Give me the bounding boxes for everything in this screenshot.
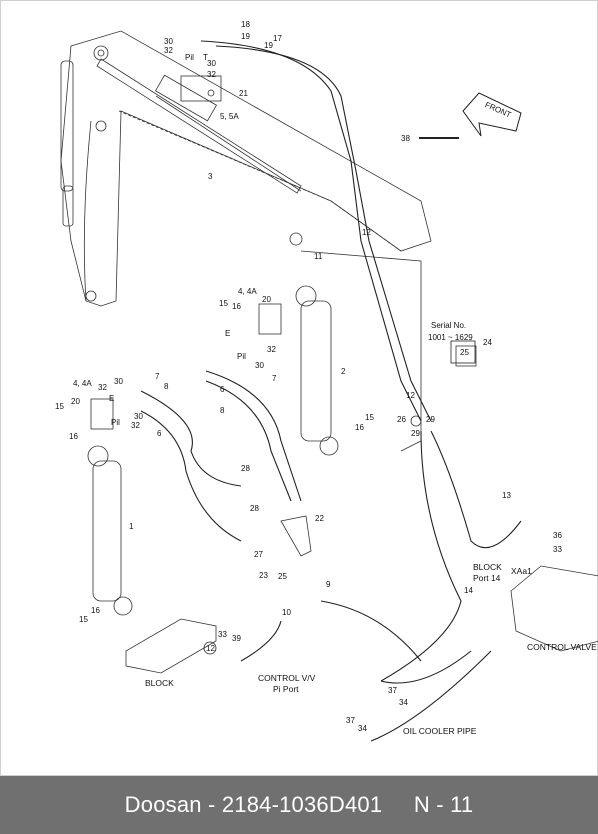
part-label: 30 [255,361,264,370]
part-label: 5, 5A [220,112,239,121]
part-label: 30 [207,59,216,68]
part-label: 32 [164,46,173,55]
part-label: 28 [250,504,259,513]
serial-box [450,340,476,364]
part-label: 30 [134,412,143,421]
part-label: 37 [388,686,397,695]
part-label: 7 [155,372,160,381]
part-label: 16 [69,432,78,441]
part-label: 32 [207,70,216,79]
serial-range: 1001 ~ 1629 [428,333,473,342]
block-caption: BLOCK [145,678,174,688]
part-label: 19 [264,41,273,50]
diagram-canvas: FRONT 18 30 19 17 19 32 Pil T 30 32 21 5… [55,20,598,742]
hose-lines [140,40,522,742]
part-label: 39 [232,634,241,643]
part-label: T [203,53,208,62]
serial-title: Serial No. [431,321,466,330]
part-12-circle [203,641,217,655]
footer-gap [382,792,414,818]
part-label: 4, 4A [73,379,92,388]
part-label: 15 [365,413,374,422]
part-label: 3 [208,172,213,181]
part-label: 15 [55,402,64,411]
part-label: 25 [278,572,287,581]
part-label: 2 [341,367,346,376]
block-port-caption: BLOCK [473,562,502,572]
part-label: 27 [254,550,263,559]
part-label: 36 [553,531,562,540]
part-label: 26 [397,415,406,424]
part-label: 13 [502,491,511,500]
port14-caption: Port 14 [473,573,501,583]
part-label: 11 [314,252,323,261]
part-label: 16 [355,423,364,432]
part-label: 15 [219,299,228,308]
footer-page: N - 11 [413,792,474,817]
part-label: 16 [232,302,241,311]
pi-port-caption: Pi Port [273,684,299,694]
part-label: 24 [483,338,492,347]
part-label: 34 [399,698,408,707]
part-label: 15 [79,615,88,624]
part-label: 12 [406,391,415,400]
part-label: 9 [326,580,331,589]
control-valve-caption: CONTROL VALVE [527,642,597,652]
footer-part-code: 2184-1036D401 [221,792,383,817]
part-label: 34 [358,724,367,733]
footer-sep: - [201,792,222,817]
part-label: 30 [114,377,123,386]
part-label: 10 [282,608,291,617]
part-label: 33 [218,630,227,639]
part-label: 6 [157,429,162,438]
parts-diagram: FRONT 18 30 19 17 19 32 Pil T 30 32 21 5… [0,0,598,776]
boom-structure [60,30,598,674]
part-label: 16 [91,606,100,615]
part-label: Pil [237,352,246,361]
part-labels: 18 30 19 17 19 32 Pil T 30 32 21 5, 5A 3… [55,20,562,733]
part-label: E [225,329,230,338]
part-label: Pil [185,53,194,62]
part-label: 32 [131,421,140,430]
part-label: 38 [401,134,410,143]
part-label: 12 [206,644,215,653]
part-label: 29 [411,429,420,438]
control-vv-caption: CONTROL V/V [258,673,316,683]
part-label: 20 [71,397,80,406]
part-label: 30 [164,37,173,46]
part-label: 28 [241,464,250,473]
part-label: 6 [220,385,225,394]
part-label: 19 [241,32,250,41]
part-label: 7 [272,374,277,383]
xaa1-caption: XAa1 [511,566,532,576]
part-label: 14 [464,586,473,595]
part-label: 8 [164,382,169,391]
part-label: 18 [241,20,250,29]
footer-bar: Doosan - 2184-1036D401 N - 11 [0,776,598,834]
captions: BLOCK CONTROL V/V Pi Port BLOCK Port 14 … [145,562,597,736]
part-label: Pil [111,418,120,427]
part-label: 21 [239,89,248,98]
part-label: 8 [220,406,225,415]
part-label: 32 [98,383,107,392]
part-label: 17 [273,34,282,43]
part-label: 22 [315,514,324,523]
part-label: 12 [362,228,371,237]
part-label: 20 [262,295,271,304]
part-label: 33 [553,545,562,554]
part-label: 37 [346,716,355,725]
part-label: 25 [460,348,469,357]
part-label: 4, 4A [238,287,257,296]
part-label: 29 [426,415,435,424]
part-label: E [109,394,114,403]
front-arrow: FRONT [462,92,522,137]
oil-cooler-caption: OIL COOLER PIPE [403,726,477,736]
footer-brand: Doosan [124,792,202,817]
part-label: 32 [267,345,276,354]
part-label: 23 [259,571,268,580]
part-label: 1 [129,522,134,531]
